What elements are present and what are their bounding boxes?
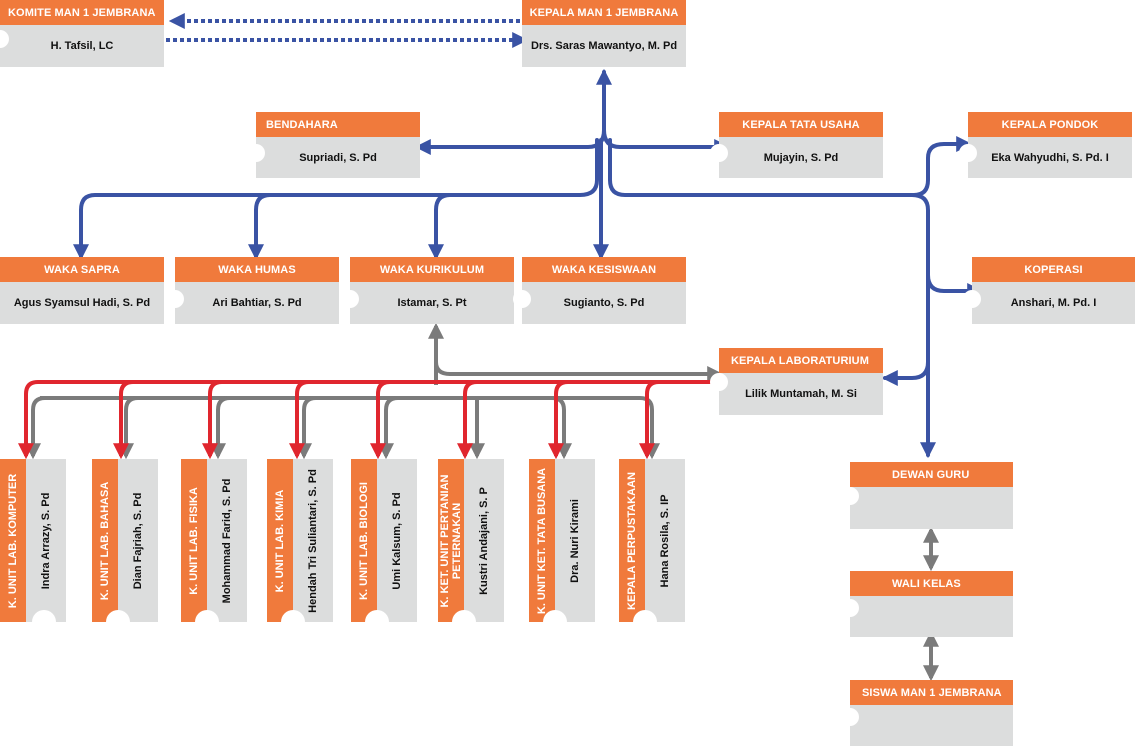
unit-name: Dian Fajriah, S. Pd <box>132 492 144 589</box>
pondok-name: Eka Wahyudhi, S. Pd. I <box>968 137 1132 178</box>
box-notch <box>963 289 981 308</box>
kesiswaan-title: WAKA KESISWAAN <box>522 257 686 282</box>
wali-kelas-title: WALI KELAS <box>850 571 1013 596</box>
box-notch <box>633 610 658 634</box>
tata-usaha-name: Mujayin, S. Pd <box>719 137 883 178</box>
unit-name: Umi Kalsum, S. Pd <box>391 491 403 590</box>
unit-perpustakaan: KEPALA PERPUSTAKAAN Hana Rosila, S. IP <box>619 459 685 634</box>
siswa-title: SISWA MAN 1 JEMBRANA <box>850 680 1013 705</box>
box-notch <box>710 372 728 391</box>
box-notch <box>166 289 184 308</box>
box-notch <box>341 289 359 308</box>
unit-name: Hana Rosila, S. IP <box>659 494 671 587</box>
kurikulum-name: Istamar, S. Pt <box>350 282 514 324</box>
koperasi-name: Anshari, M. Pd. I <box>972 282 1135 324</box>
box-notch <box>841 598 859 617</box>
unit-name: Kustri Andajani, S. P <box>478 486 490 595</box>
laboratorium-name: Lilik Muntamah, M. Si <box>719 373 883 415</box>
box-notch <box>106 610 131 634</box>
unit-name: Dra. Nuri Kirami <box>569 498 581 583</box>
dewan-guru-title: DEWAN GURU <box>850 462 1013 487</box>
unit-title: K. UNIT KET. TATA BUSANA <box>536 467 548 614</box>
box-kurikulum: WAKA KURIKULUM Istamar, S. Pt <box>341 257 514 324</box>
kurikulum-title: WAKA KURIKULUM <box>350 257 514 282</box>
unit-title: K. UNIT LAB. BIOLOGI <box>358 481 370 600</box>
unit-name: Indra Arrazy, S. Pd <box>40 492 52 589</box>
kesiswaan-name: Sugianto, S. Pd <box>522 282 686 324</box>
box-notch <box>31 610 56 634</box>
tata-usaha-title: KEPALA TATA USAHA <box>719 112 883 137</box>
box-notch <box>247 143 265 162</box>
unit-bahasa: K. UNIT LAB. BAHASA Dian Fajriah, S. Pd <box>92 459 158 634</box>
box-notch <box>195 610 220 634</box>
box-laboratorium: KEPALA LABORATURIUM Lilik Muntamah, M. S… <box>710 348 883 415</box>
red-links <box>18 380 720 460</box>
unit-title: KEPALA PERPUSTAKAAN <box>626 471 638 610</box>
box-notch <box>543 610 568 634</box>
box-notch <box>365 610 390 634</box>
unit-tata-busana: K. UNIT KET. TATA BUSANA Dra. Nuri Kiram… <box>529 459 595 634</box>
box-dewan-guru: DEWAN GURU <box>841 462 1013 529</box>
box-kesiswaan: WAKA KESISWAAN Sugianto, S. Pd <box>513 257 686 324</box>
siswa-body <box>850 705 1013 746</box>
head-name: Drs. Saras Mawantyo, M. Pd <box>522 25 686 67</box>
koperasi-title: KOPERASI <box>972 257 1135 282</box>
box-bendahara: BENDAHARA Supriadi, S. Pd <box>247 112 420 178</box>
bendahara-name: Supriadi, S. Pd <box>256 137 420 178</box>
unit-title: K. UNIT LAB. FISIKA <box>188 486 200 595</box>
dewan-guru-body <box>850 487 1013 529</box>
box-humas: WAKA HUMAS Ari Bahtiar, S. Pd <box>166 257 339 324</box>
box-notch <box>841 707 859 726</box>
unit-title: K. UNIT LAB. KOMPUTER <box>7 473 19 608</box>
humas-name: Ari Bahtiar, S. Pd <box>175 282 339 324</box>
box-siswa: SISWA MAN 1 JEMBRANA <box>841 680 1013 746</box>
box-notch <box>0 29 9 48</box>
box-notch <box>513 289 531 308</box>
box-wali-kelas: WALI KELAS <box>841 571 1013 637</box>
committee-link <box>166 13 529 48</box>
unit-title: K. UNIT LAB. BAHASA <box>99 481 111 600</box>
wali-kelas-body <box>850 596 1013 637</box>
laboratorium-title: KEPALA LABORATURIUM <box>719 348 883 373</box>
box-notch <box>452 610 477 634</box>
box-notch <box>281 610 306 634</box>
sapra-title: WAKA SAPRA <box>0 257 164 282</box>
box-notch <box>959 143 977 162</box>
unit-title: K. UNIT LAB. KIMIA <box>274 489 286 592</box>
box-koperasi: KOPERASI Anshari, M. Pd. I <box>963 257 1135 324</box>
box-sapra: WAKA SAPRA Agus Syamsul Hadi, S. Pd <box>0 257 164 324</box>
unit-fisika: K. UNIT LAB. FISIKA Mohammad Farid, S. P… <box>181 459 247 634</box>
committee-name: H. Tafsil, LC <box>0 25 164 67</box>
blue-hierarchy <box>73 68 984 459</box>
box-notch <box>841 486 859 505</box>
committee-title: KOMITE MAN 1 JEMBRANA <box>0 0 164 25</box>
box-committee: KOMITE MAN 1 JEMBRANA H. Tafsil, LC <box>0 0 164 67</box>
unit-kimia: K. UNIT LAB. KIMIA Hendah Tri Suliantari… <box>267 459 333 634</box>
box-notch <box>710 143 728 162</box>
humas-title: WAKA HUMAS <box>175 257 339 282</box>
box-head: KEPALA MAN 1 JEMBRANA Drs. Saras Mawanty… <box>522 0 686 67</box>
sapra-name: Agus Syamsul Hadi, S. Pd <box>0 282 164 324</box>
box-pondok: KEPALA PONDOK Eka Wahyudhi, S. Pd. I <box>959 112 1132 178</box>
unit-name: Mohammad Farid, S. Pd <box>221 478 233 603</box>
box-tata-usaha: KEPALA TATA USAHA Mujayin, S. Pd <box>710 112 883 178</box>
bendahara-title: BENDAHARA <box>256 112 420 137</box>
pondok-title: KEPALA PONDOK <box>968 112 1132 137</box>
unit-biologi: K. UNIT LAB. BIOLOGI Umi Kalsum, S. Pd <box>351 459 417 634</box>
unit-komputer: K. UNIT LAB. KOMPUTER Indra Arrazy, S. P… <box>0 459 66 634</box>
unit-name: Hendah Tri Suliantari, S. Pd <box>307 468 319 613</box>
head-title: KEPALA MAN 1 JEMBRANA <box>522 0 686 25</box>
